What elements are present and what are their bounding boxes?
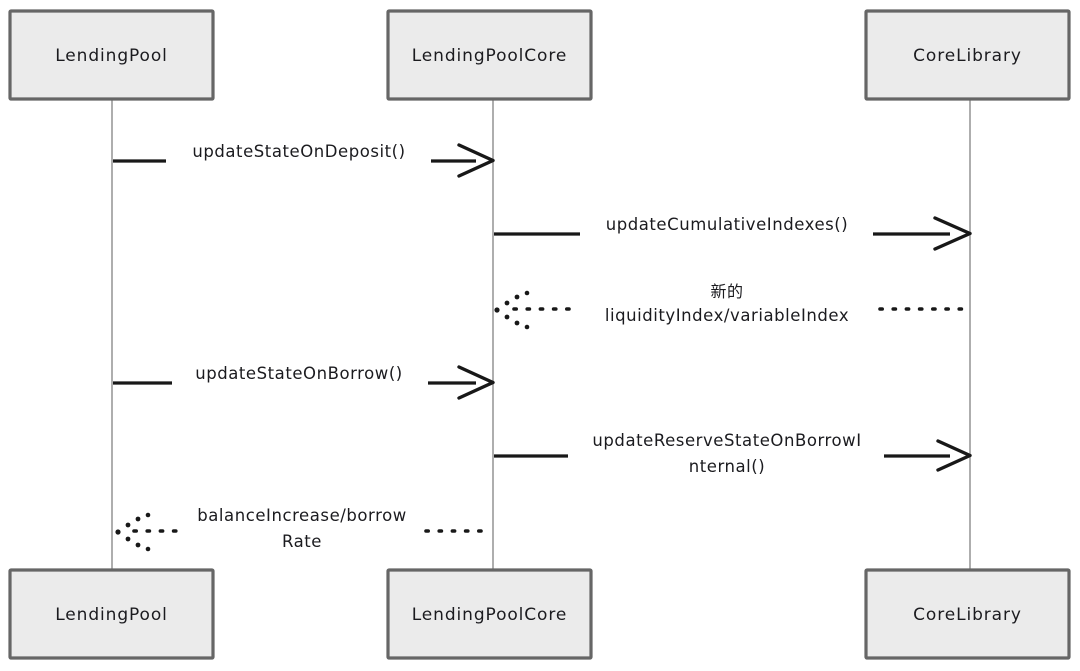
message-update-cumulative-indexes[interactable]: updateCumulativeIndexes() [494,215,972,251]
participant-headers: LendingPool LendingPoolCore CoreLibrary [8,9,1071,101]
participant-footer-lendingpool[interactable]: LendingPool [8,568,215,660]
arrowhead-solid-right-icon [457,365,495,400]
arrowhead-solid-right-icon [936,439,972,472]
message-label-line-2: liquidityIndex/variableIndex [605,306,849,325]
participant-header-lendingpool[interactable]: LendingPool [8,9,215,101]
arrowhead-dotted-left-icon [115,512,151,552]
message-update-reserve-state-on-borrow-internal[interactable]: updateReserveStateOnBorrowI nternal() [494,431,972,476]
message-label-line-2: nternal() [689,457,766,476]
participant-header-corelibrary-label: CoreLibrary [913,46,1022,66]
message-label: updateStateOnBorrow() [195,364,403,383]
participant-footer-corelibrary-label: CoreLibrary [913,605,1022,625]
participant-footer-lendingpoolcore-label: LendingPoolCore [412,605,568,625]
message-update-state-on-deposit[interactable]: updateStateOnDeposit() [113,142,495,178]
message-label: updateCumulativeIndexes() [606,215,849,234]
participant-header-corelibrary[interactable]: CoreLibrary [864,9,1071,101]
participant-footer-lendingpool-label: LendingPool [55,605,168,625]
message-label: updateStateOnDeposit() [192,142,405,161]
arrowhead-dotted-left-icon [494,290,530,330]
arrowhead-solid-right-icon [933,216,972,251]
participant-footers: LendingPool LendingPoolCore CoreLibrary [8,568,1071,660]
participant-footer-lendingpoolcore[interactable]: LendingPoolCore [386,568,593,660]
message-label-line-2: Rate [282,532,322,551]
message-label-line-1: 新的 [710,282,743,301]
lifelines-layer [111,99,971,570]
message-return-balance-increase[interactable]: balanceIncrease/borrow Rate [115,506,494,552]
message-label-line-1: updateReserveStateOnBorrowI [592,431,861,450]
message-return-indexes[interactable]: 新的 liquidityIndex/variableIndex [494,282,971,330]
message-update-state-on-borrow[interactable]: updateStateOnBorrow() [113,364,495,400]
participant-header-lendingpoolcore[interactable]: LendingPoolCore [386,9,593,101]
participant-header-lendingpool-label: LendingPool [55,46,168,66]
arrowhead-solid-right-icon [457,143,495,178]
message-label-line-1: balanceIncrease/borrow [197,506,407,525]
participant-footer-corelibrary[interactable]: CoreLibrary [864,568,1071,660]
participant-header-lendingpoolcore-label: LendingPoolCore [412,46,568,66]
